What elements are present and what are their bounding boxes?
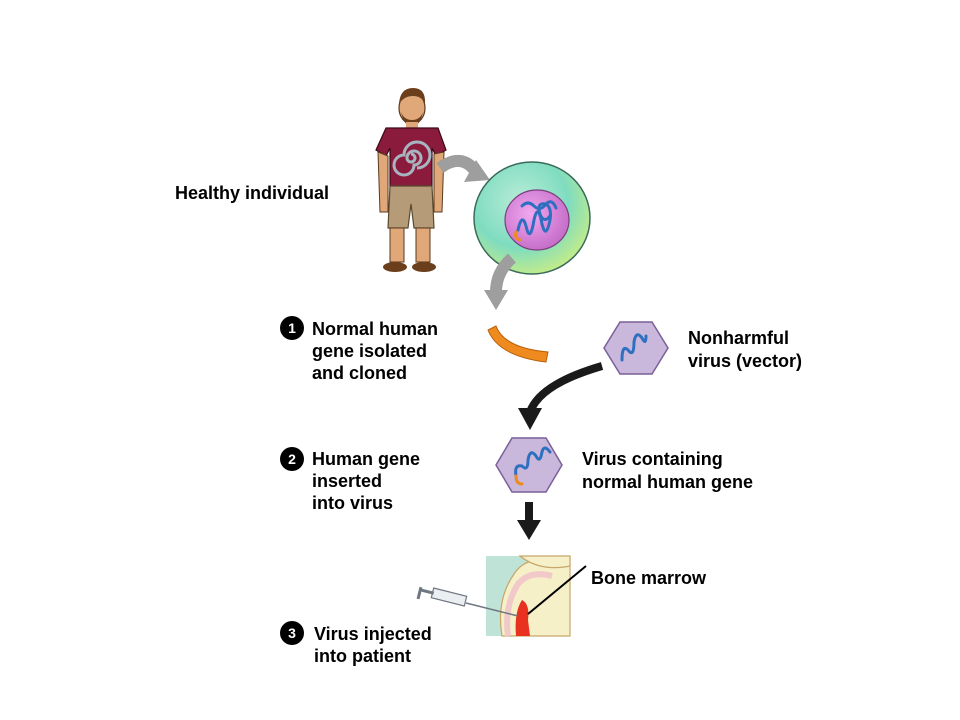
- gray-arrow-to-cell-head: [464, 160, 490, 182]
- black-arrow-straight: [525, 502, 533, 524]
- nonharmful-virus-label: Nonharmful virus (vector): [688, 328, 803, 371]
- bone-marrow-illustration: [486, 555, 571, 637]
- syringe: [416, 586, 519, 617]
- bone-marrow-region: [515, 600, 530, 636]
- step-3-label: Virus injected into patient: [314, 624, 432, 666]
- black-arrow-curved: [526, 362, 604, 414]
- bone-marrow-pointer: [527, 565, 587, 615]
- gray-arrow-down-head: [484, 290, 508, 310]
- black-arrow-curved-head: [518, 408, 542, 430]
- step-1-label: Normal human gene isolated and cloned: [312, 319, 439, 383]
- virus-with-gene: [495, 437, 563, 493]
- nonharmful-virus: [603, 321, 669, 375]
- step-3-badge: 3: [280, 621, 304, 645]
- healthy-individual-figure: [375, 88, 447, 272]
- bone-marrow-label: Bone marrow: [591, 568, 707, 588]
- virus-containing-gene-label: Virus containing normal human gene: [582, 449, 754, 492]
- black-arrow-straight-head: [517, 520, 541, 540]
- step-2-badge: 2: [280, 447, 304, 471]
- cell: [473, 161, 591, 275]
- step-2-label: Human gene inserted into virus: [312, 449, 421, 513]
- step-1-badge: 1: [280, 316, 304, 340]
- isolated-gene-fragment: [487, 325, 549, 363]
- healthy-individual-label: Healthy individual: [175, 183, 330, 203]
- gray-arrow-down: [490, 253, 517, 293]
- nucleus: [504, 189, 570, 251]
- chromosome-squiggle: [516, 202, 552, 236]
